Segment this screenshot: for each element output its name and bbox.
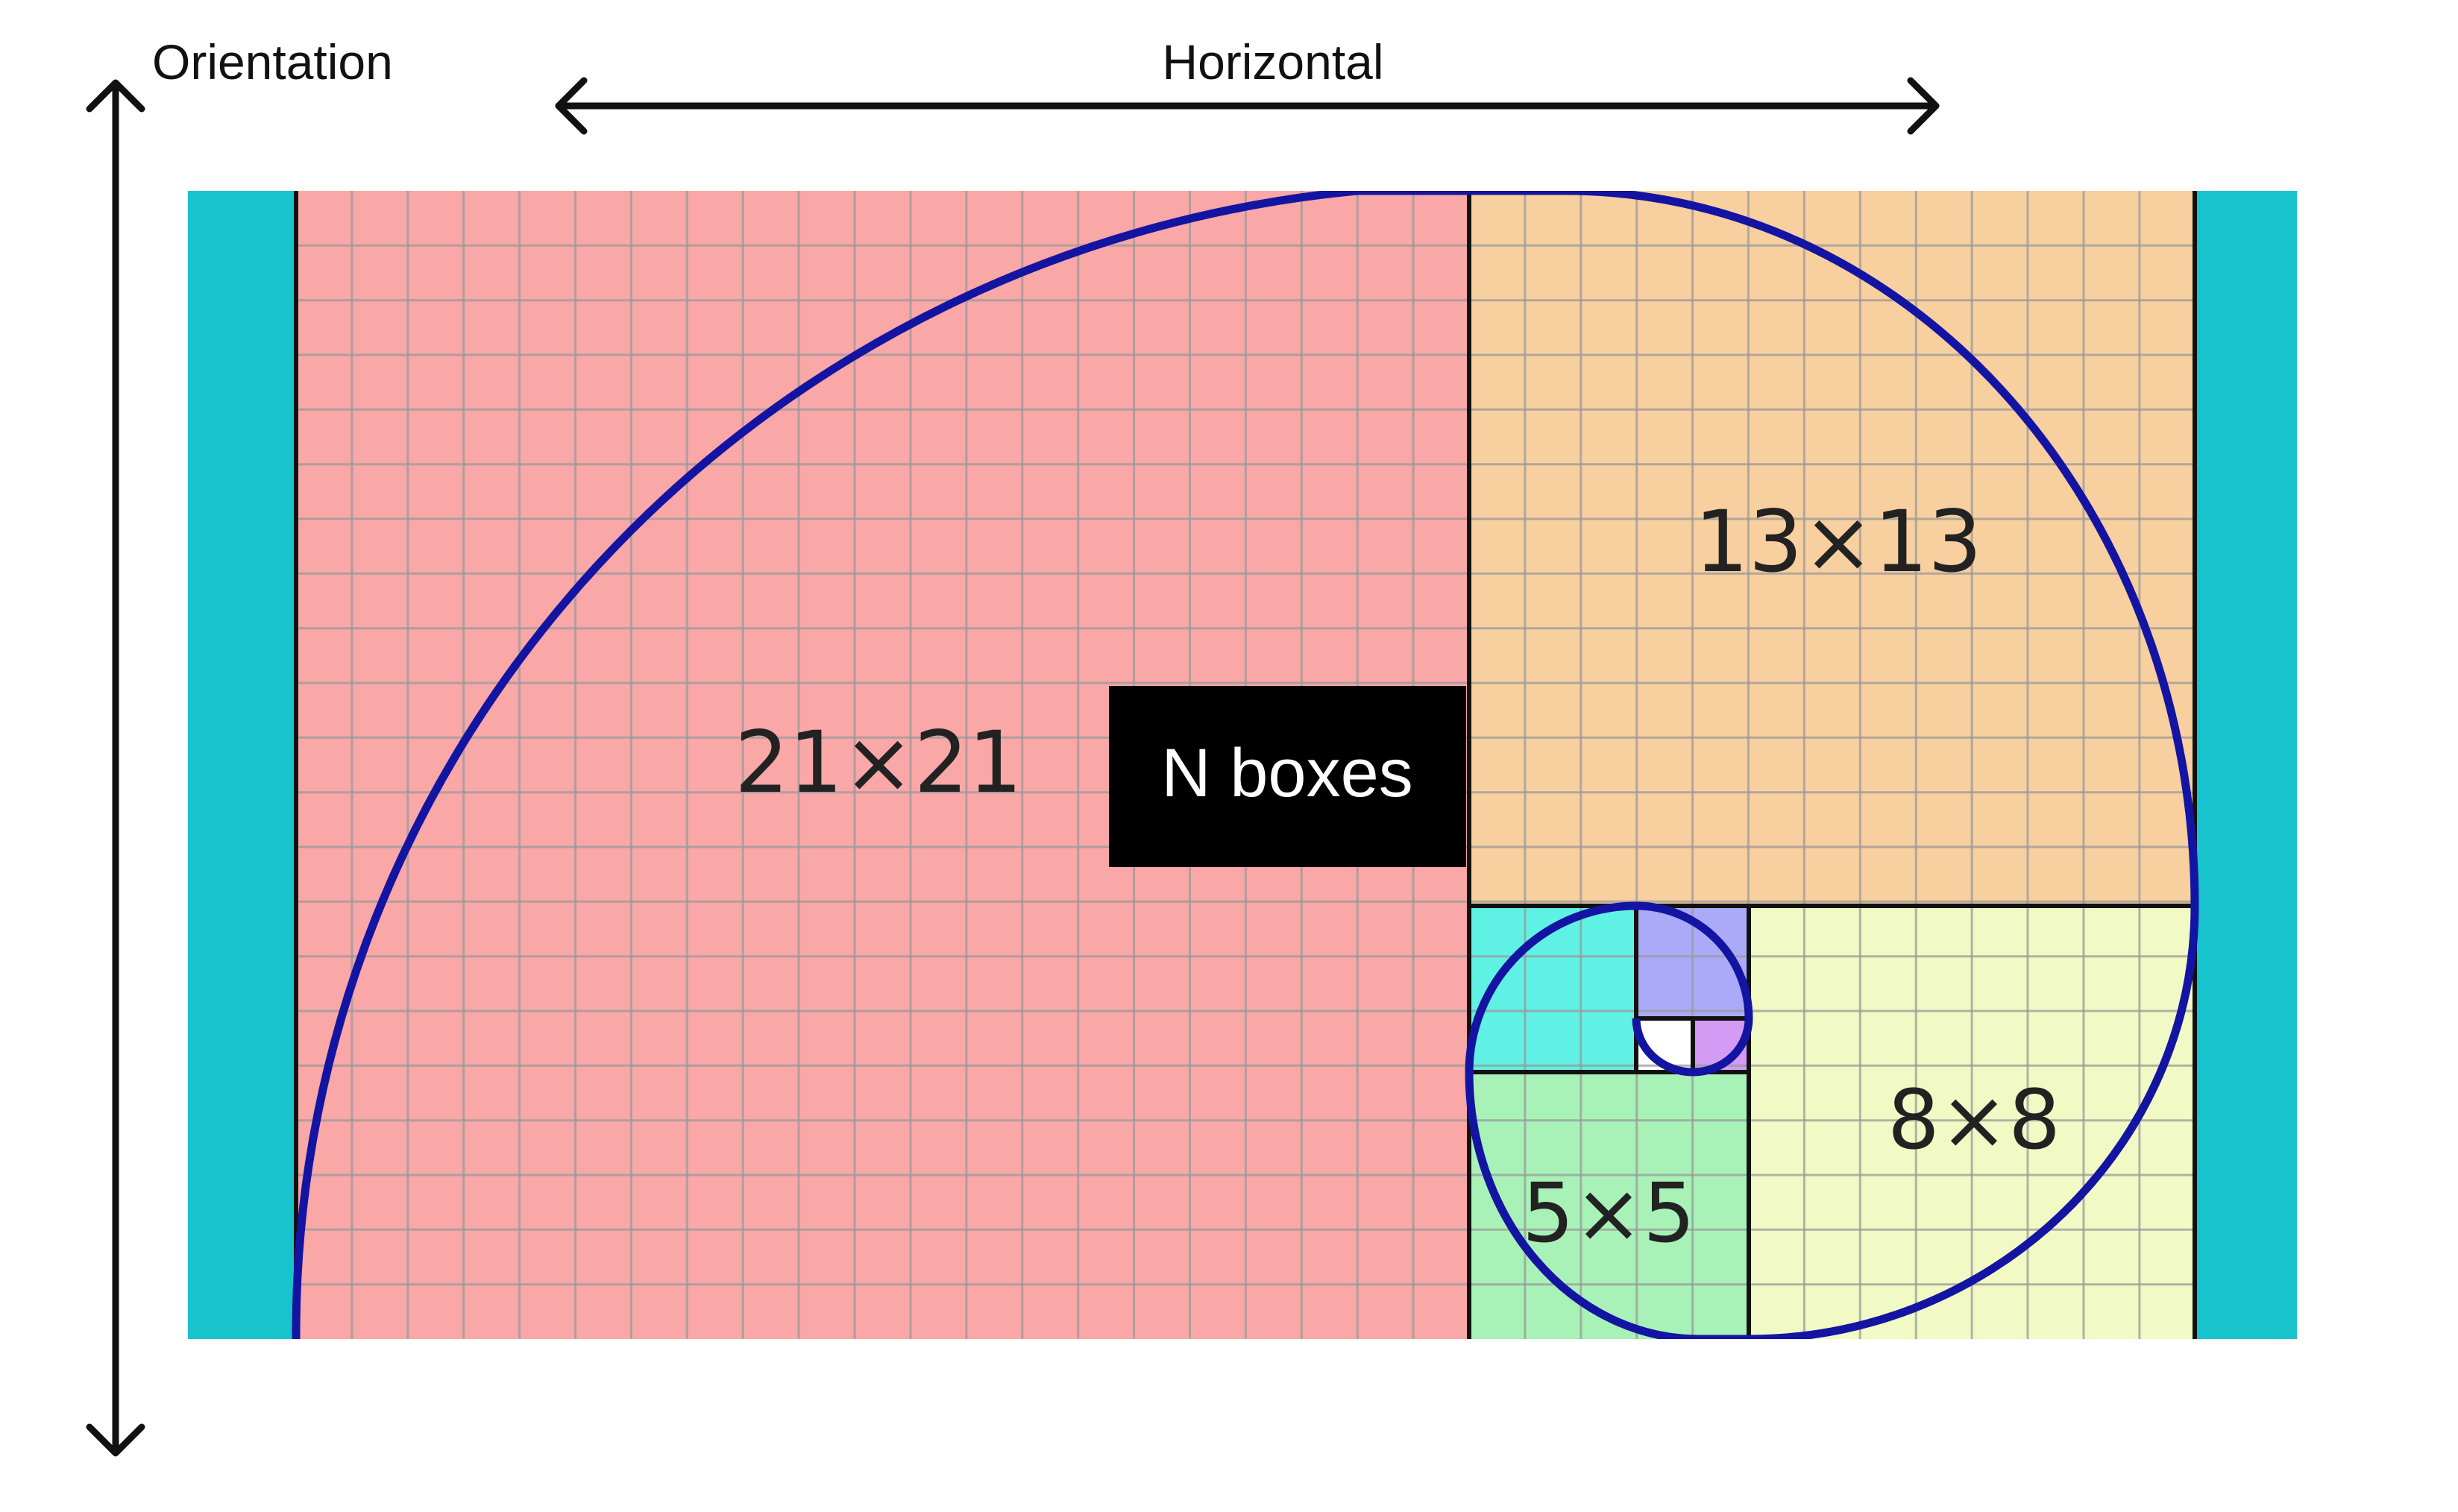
square-3x3 — [1469, 906, 1636, 1072]
golden-spiral — [292, 191, 2199, 1339]
callout-background — [1109, 686, 1466, 867]
horizontal-label: Horizontal — [1162, 34, 1383, 89]
label-21x21: 21×21 — [735, 713, 1022, 812]
arrow-left-head — [555, 77, 588, 135]
orientation-label: Orientation — [152, 34, 393, 89]
vertical-orientation-arrow — [86, 79, 145, 1457]
square-5x5 — [1469, 1072, 1749, 1339]
label-5x5: 5×5 — [1522, 1165, 1695, 1261]
right-side-bar — [2195, 191, 2297, 1339]
n-boxes-callout: N boxes — [1109, 686, 1466, 867]
square-13x13 — [1469, 191, 2195, 906]
arrow-down-head — [86, 1423, 145, 1457]
label-8x8: 8×8 — [1887, 1072, 2061, 1168]
arrow-right-head — [1907, 77, 1940, 135]
horizontal-arrow — [555, 77, 1940, 135]
callout-text: N boxes — [1161, 735, 1413, 811]
arrow-up-head — [86, 79, 145, 113]
left-side-bar — [188, 191, 296, 1339]
label-13x13: 13×13 — [1694, 492, 1982, 591]
